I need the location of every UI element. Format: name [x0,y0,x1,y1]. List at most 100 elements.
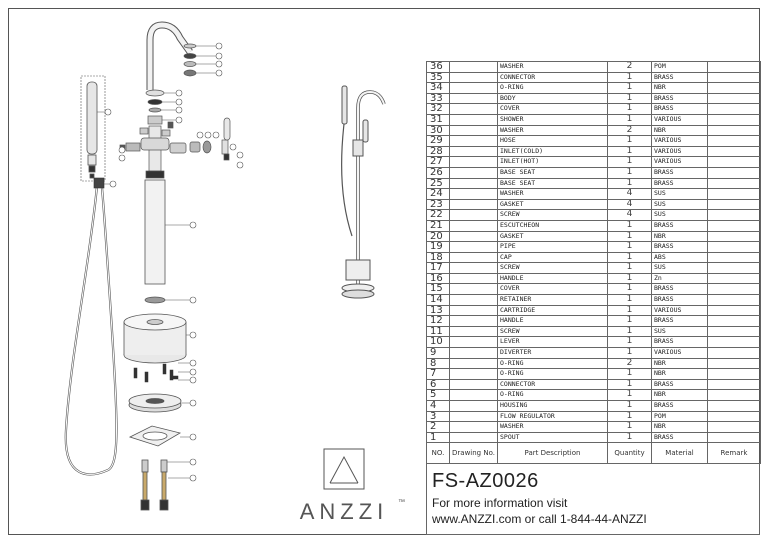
part-quantity: 1 [607,82,652,94]
drawing-number [449,431,498,444]
part-material: VARIOUS [651,113,708,126]
callout-box-shower [80,75,106,182]
base-seat-lower [128,425,182,447]
drawing-number [449,304,498,317]
part-remark [707,135,761,147]
part-remark [707,156,761,168]
hand-shower [86,81,98,179]
drawing-number [449,92,498,105]
drawing-number [449,188,498,200]
part-material: BRASS [651,241,708,253]
part-description: SCREW [497,262,608,274]
part-number: 35 [426,71,450,84]
part-material: BRASS [651,294,708,306]
part-number: 13 [426,304,450,317]
part-quantity: 1 [607,177,652,190]
shower-hose-inner [65,185,117,475]
part-number: 8 [426,357,450,370]
part-quantity: 1 [607,294,652,306]
part-quantity: 1 [607,389,652,401]
shower-hose [64,185,118,476]
part-number: 15 [426,283,450,296]
part-description: SCREW [497,325,608,338]
part-number: 28 [426,145,450,158]
part-description: SCREW [497,209,608,221]
part-quantity: 1 [607,166,652,179]
drawing-number [449,124,498,137]
part-description: WASHER [497,421,608,433]
part-material: BRASS [651,315,708,327]
body-assembly [119,89,231,179]
drawing-number [449,82,498,94]
header-drawing-no: Drawing No. [449,442,498,465]
part-description: WASHER [497,188,608,200]
part-material: SUS [651,188,708,200]
part-description: BASE SEAT [497,177,608,190]
part-material: VARIOUS [651,145,708,158]
part-quantity: 1 [607,410,652,423]
drawing-number [449,61,498,73]
part-number: 17 [426,262,450,274]
part-description: O-RING [497,357,608,370]
part-description: ESCUTCHEON [497,219,608,232]
part-quantity: 1 [607,347,652,359]
part-material: BRASS [651,103,708,115]
part-remark [707,188,761,200]
callout-leaders [97,45,216,479]
part-number: 2 [426,421,450,433]
part-number: 29 [426,135,450,147]
part-remark [707,304,761,317]
part-material: NBR [651,368,708,380]
escutcheon [123,313,187,364]
title-block: FS-AZ0026 For more information visit www… [426,463,760,535]
part-quantity: 1 [607,219,652,232]
part-material: BRASS [651,166,708,179]
part-material: Zn [651,272,708,285]
header-part-description: Part Description [497,442,608,465]
header-remark: Remark [707,442,761,465]
logo-emblem [323,448,365,490]
drawing-number [449,357,498,370]
part-material: BRASS [651,71,708,84]
part-quantity: 1 [607,262,652,274]
part-quantity: 2 [607,124,652,137]
drawing-number [449,294,498,306]
part-remark [707,241,761,253]
part-material: BRASS [651,177,708,190]
drawing-number [449,113,498,126]
inlet-hoses [140,459,169,511]
part-number: 1 [426,431,450,444]
pipe-gasket [144,296,166,304]
part-material: SUS [651,209,708,221]
part-description: CONNECTOR [497,378,608,391]
part-remark [707,378,761,391]
part-material: BRASS [651,431,708,444]
part-remark [707,347,761,359]
part-remark [707,198,761,211]
part-remark [707,336,761,349]
part-number: 22 [426,209,450,221]
part-description: HANDLE [497,272,608,285]
part-remark [707,113,761,126]
drawing-number [449,325,498,338]
part-quantity: 1 [607,135,652,147]
part-description: WASHER [497,124,608,137]
part-description: COVER [497,283,608,296]
part-description: PIPE [497,241,608,253]
part-remark [707,368,761,380]
model-code: FS-AZ0026 [432,470,539,492]
part-description: HOSE [497,135,608,147]
part-remark [707,92,761,105]
